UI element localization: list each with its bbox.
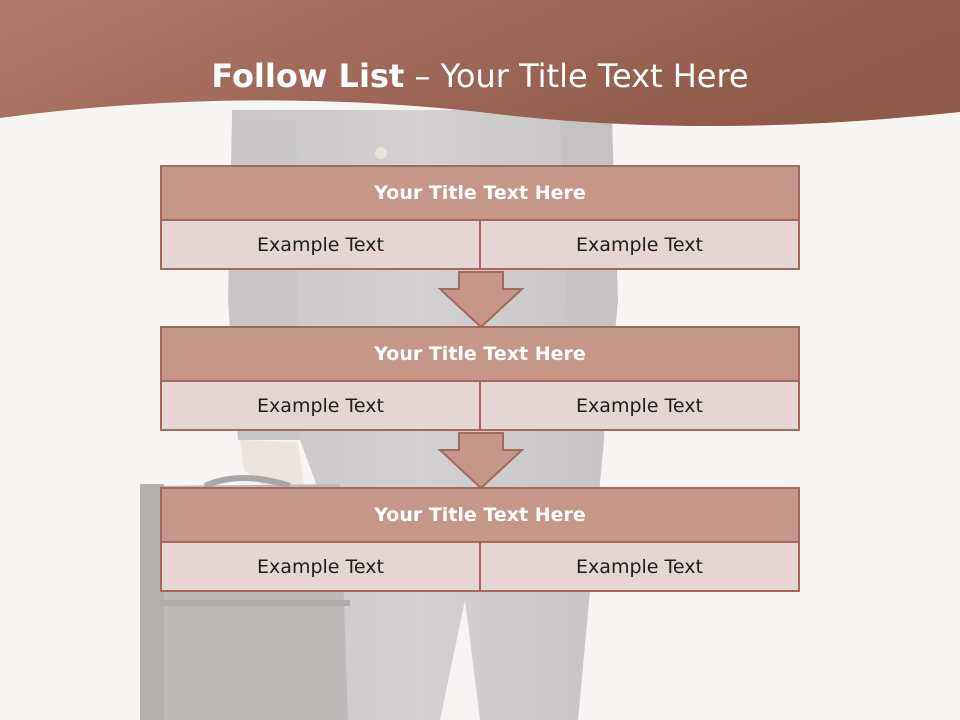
block-cell-right: Example Text bbox=[481, 543, 800, 592]
block-row: Example Text Example Text bbox=[160, 543, 800, 592]
block-cell-left: Example Text bbox=[160, 382, 481, 431]
slide-title-rest: – Your Title Text Here bbox=[404, 57, 749, 95]
slide-title: Follow List – Your Title Text Here bbox=[0, 50, 960, 102]
block-cell-left: Example Text bbox=[160, 543, 481, 592]
block-title: Your Title Text Here bbox=[160, 326, 800, 382]
list-block-1: Your Title Text Here Example Text Exampl… bbox=[160, 165, 800, 270]
block-cell-right: Example Text bbox=[481, 382, 800, 431]
list-block-2: Your Title Text Here Example Text Exampl… bbox=[160, 326, 800, 431]
list-block-3: Your Title Text Here Example Text Exampl… bbox=[160, 487, 800, 592]
block-row: Example Text Example Text bbox=[160, 382, 800, 431]
down-arrow-icon bbox=[438, 432, 524, 490]
header-band bbox=[0, 0, 960, 126]
block-row: Example Text Example Text bbox=[160, 221, 800, 270]
slide-title-bold: Follow List bbox=[211, 57, 405, 95]
block-cell-right: Example Text bbox=[481, 221, 800, 270]
down-arrow-icon bbox=[438, 271, 524, 329]
block-cell-left: Example Text bbox=[160, 221, 481, 270]
block-title: Your Title Text Here bbox=[160, 165, 800, 221]
block-title: Your Title Text Here bbox=[160, 487, 800, 543]
